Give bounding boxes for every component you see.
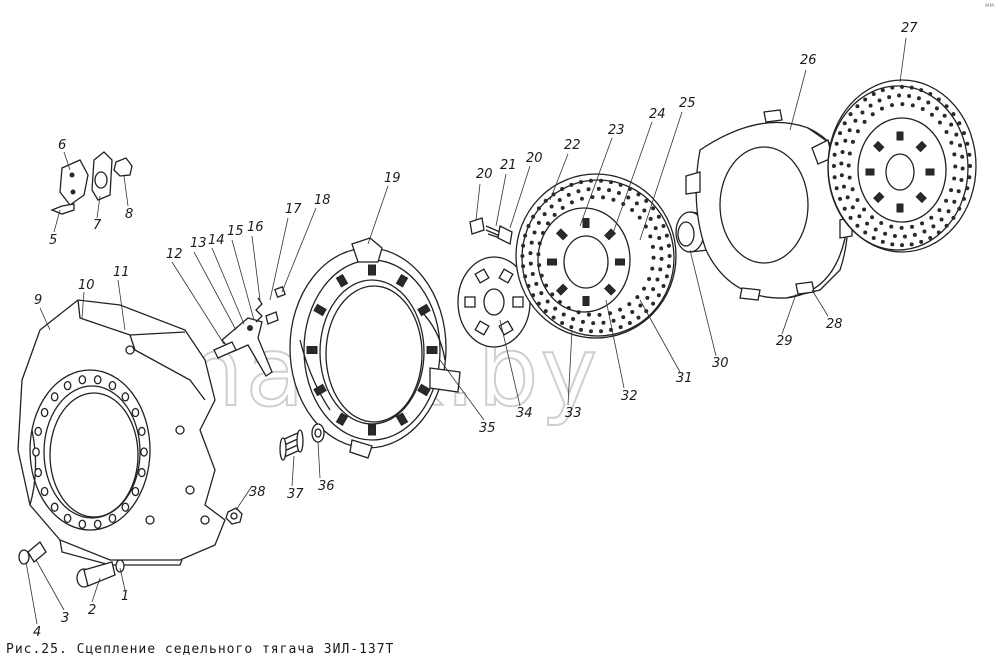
callout-20b: 20 — [526, 151, 543, 166]
callout-10: 10 — [78, 278, 95, 293]
callout-1: 1 — [121, 589, 129, 604]
nut-38 — [225, 507, 243, 525]
callout-37: 37 — [287, 487, 304, 502]
callout-35: 35 — [479, 421, 496, 436]
callout-28: 28 — [826, 317, 843, 332]
callout-30: 30 — [712, 356, 729, 371]
callout-2: 2 — [88, 603, 96, 618]
figure-caption: Рис.25. Сцепление седельного тягача ЗИЛ-… — [6, 642, 395, 657]
release-lever-assembly — [213, 286, 286, 377]
callout-16: 16 — [247, 220, 264, 235]
callout-32: 32 — [621, 389, 638, 404]
leader-lines — [25, 37, 907, 625]
callout-24: 24 — [649, 107, 666, 122]
callout-14: 14 — [208, 233, 225, 248]
callout-19: 19 — [384, 171, 401, 186]
callout-7: 7 — [93, 218, 102, 233]
callout-36: 36 — [318, 479, 335, 494]
callout-18: 18 — [314, 193, 331, 208]
corner-mark: мм — [984, 2, 994, 9]
bolt-20-21 — [469, 217, 513, 245]
callout-25: 25 — [679, 96, 696, 111]
damper-plate — [457, 256, 531, 348]
callout-15: 15 — [227, 224, 244, 239]
pressure-plate-assembly — [289, 237, 461, 459]
spring-washer-36 — [311, 423, 325, 443]
callout-8: 8 — [125, 207, 133, 222]
callout-12: 12 — [166, 247, 183, 262]
callout-38: 38 — [249, 485, 266, 500]
callout-33: 33 — [565, 406, 582, 421]
callout-13: 13 — [190, 236, 207, 251]
pressure-spring-37 — [279, 429, 304, 461]
callout-9: 9 — [34, 293, 42, 308]
driven-disc-27 — [827, 79, 977, 253]
callout-27: 27 — [901, 21, 918, 36]
intermediate-plate — [685, 109, 853, 301]
callout-3: 3 — [61, 611, 69, 626]
callout-23: 23 — [608, 123, 625, 138]
callout-5: 5 — [49, 233, 57, 248]
callout-6: 6 — [58, 138, 66, 153]
callout-34: 34 — [516, 406, 533, 421]
washer-1 — [115, 559, 125, 573]
bracket-group — [50, 151, 133, 215]
callout-11: 11 — [113, 265, 130, 280]
callout-numbers: 1 2 3 4 5 6 7 8 9 10 11 12 13 14 15 16 1… — [33, 21, 918, 640]
callout-17: 17 — [285, 202, 302, 217]
callout-4: 4 — [33, 625, 41, 640]
clutch-housing — [17, 299, 226, 566]
cap-nut-3 — [18, 541, 47, 565]
callout-21: 21 — [500, 158, 517, 173]
hub-30 — [675, 211, 709, 253]
housing-bolt-2 — [76, 561, 116, 588]
callout-29: 29 — [776, 334, 793, 349]
callout-31: 31 — [676, 371, 693, 386]
driven-disc — [515, 173, 677, 339]
callout-22: 22 — [564, 138, 581, 153]
callout-26: 26 — [800, 53, 817, 68]
callout-20a: 20 — [476, 167, 493, 182]
